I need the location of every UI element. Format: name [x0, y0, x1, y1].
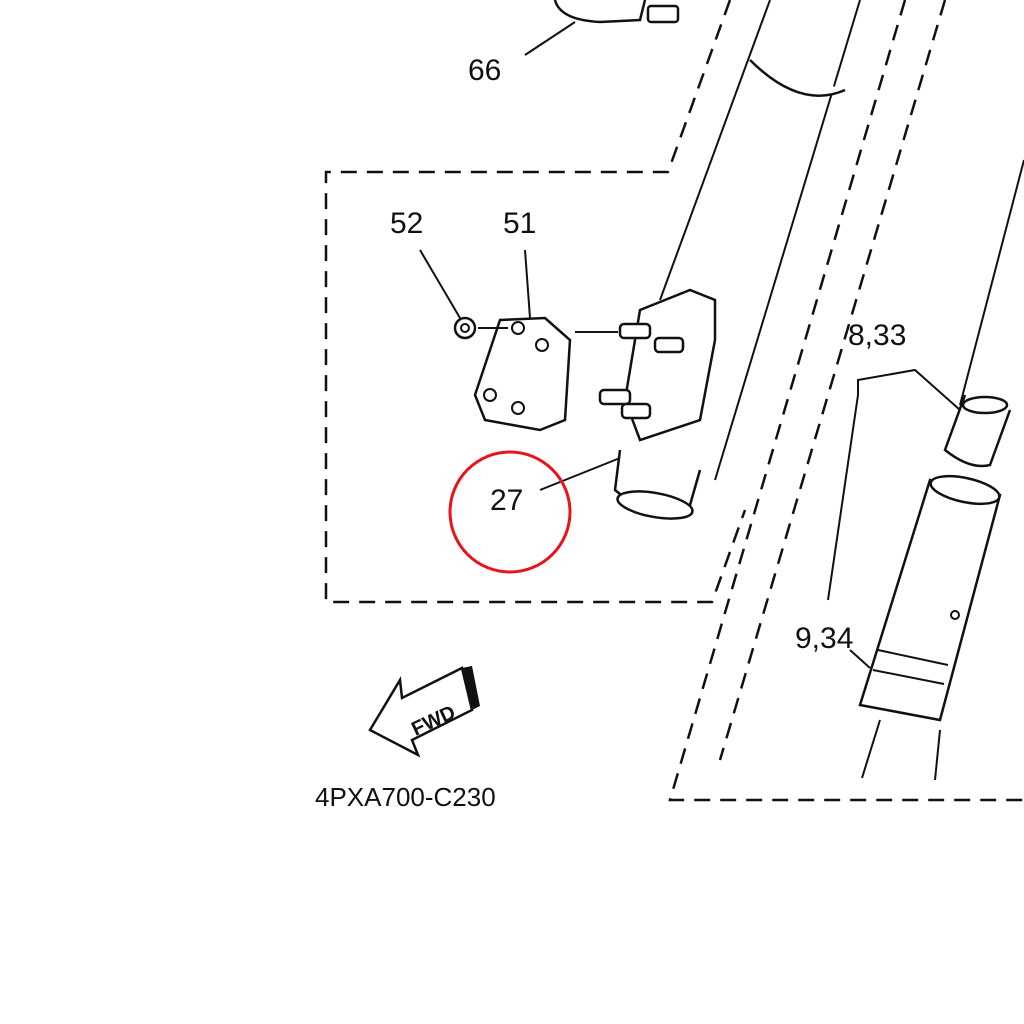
figure-code: 4PXA700-C230: [315, 782, 496, 812]
callout-51: 51: [503, 207, 536, 240]
forward-arrow-icon: FWD: [368, 666, 480, 758]
callout-9-34: 9,34: [795, 622, 853, 655]
leader-27: [539, 457, 621, 491]
dashed-guide-line: [718, 0, 947, 761]
dashed-group-outline-fork-right: [668, 0, 1024, 802]
part-52-nut: [419, 249, 508, 340]
callout-66: 66: [468, 54, 501, 87]
dashed-group-outline-caliper: [324, 0, 747, 604]
fork-outer-tube: [613, 0, 861, 520]
highlight-circle: [448, 450, 572, 574]
part-8-33-inner-tube: [857, 159, 1024, 468]
callout-8-33: 8,33: [848, 319, 906, 352]
callout-27: 27: [490, 484, 523, 517]
part-9-34-cylinder: [827, 394, 1002, 781]
callout-52: 52: [390, 207, 423, 240]
part-66-clamp: [524, 0, 680, 56]
caliper-mount-studs: [575, 322, 685, 420]
part-51-bracket: [473, 249, 572, 432]
